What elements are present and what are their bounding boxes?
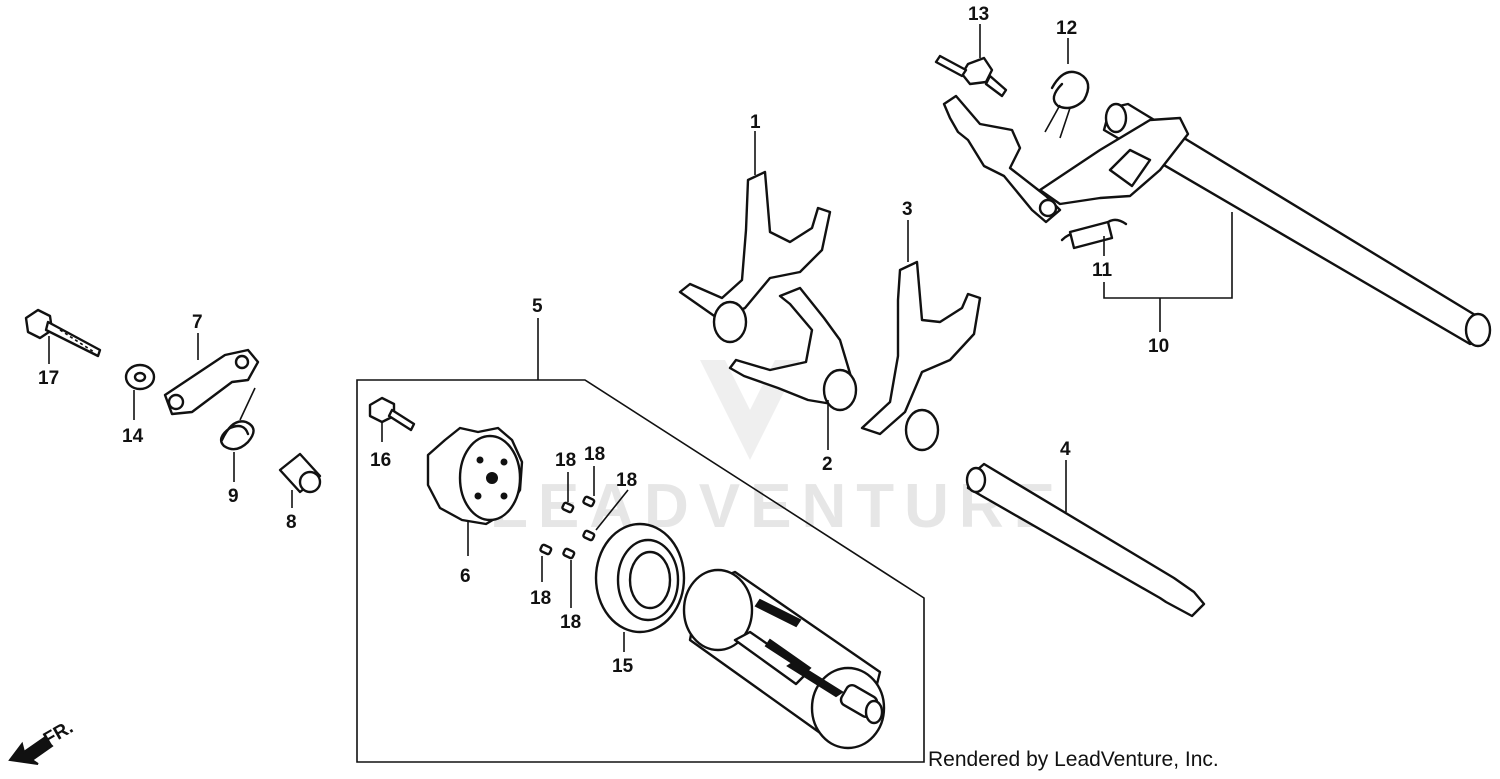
- spring-11[interactable]: [1060, 218, 1128, 256]
- callout-4: 4: [1060, 439, 1071, 460]
- callout-18-d: 18: [530, 588, 551, 609]
- callout-2: 2: [822, 454, 833, 475]
- callout-18-a: 18: [555, 450, 576, 471]
- dowel-pins-18[interactable]: [539, 466, 629, 608]
- callout-10: 10: [1148, 336, 1169, 357]
- callout-11: 11: [1092, 260, 1113, 281]
- bolt-13[interactable]: [934, 24, 1008, 98]
- callout-18-e: 18: [560, 612, 581, 633]
- callout-labels: 1 2 3 4 5 6 7 8 9 10 11 12 13 14 15 16 1…: [38, 4, 1169, 677]
- assembly-outline-5: [356, 379, 925, 763]
- stopper-arm-7[interactable]: [163, 333, 260, 416]
- callout-9: 9: [228, 486, 239, 507]
- callout-6: 6: [460, 566, 471, 587]
- watermark-text: LEADVENTURE: [490, 472, 1065, 541]
- bolt-17[interactable]: [24, 308, 102, 364]
- spring-9[interactable]: [219, 387, 256, 482]
- callout-15: 15: [612, 656, 634, 677]
- callout-18-b: 18: [584, 444, 605, 465]
- shift-fork-1[interactable]: [678, 131, 832, 344]
- callout-16: 16: [370, 450, 391, 471]
- callout-3: 3: [902, 199, 913, 220]
- callout-17: 17: [38, 368, 59, 389]
- callout-13: 13: [968, 4, 989, 25]
- shift-fork-2[interactable]: [728, 286, 858, 450]
- bearing-15[interactable]: [594, 522, 686, 652]
- shift-drum[interactable]: [682, 568, 886, 750]
- callout-5: 5: [532, 296, 543, 317]
- shift-fork-3[interactable]: [860, 220, 982, 452]
- spring-12[interactable]: [1044, 38, 1090, 139]
- front-direction-arrow: FR.: [8, 717, 77, 765]
- callout-18-c: 18: [616, 470, 637, 491]
- fork-shaft-4[interactable]: [965, 460, 1206, 618]
- render-credit: Rendered by LeadVenture, Inc.: [928, 748, 1219, 771]
- washer-14[interactable]: [124, 363, 156, 420]
- shift-arm-plate[interactable]: [942, 94, 1062, 224]
- collar-8[interactable]: [278, 452, 322, 508]
- callout-14: 14: [122, 426, 144, 447]
- drum-center-6[interactable]: [426, 426, 524, 556]
- bolt-16[interactable]: [368, 396, 416, 442]
- callout-8: 8: [286, 512, 297, 533]
- callout-7: 7: [192, 312, 203, 333]
- callout-12: 12: [1056, 18, 1077, 39]
- gearshift-spindle-10[interactable]: [1038, 102, 1492, 348]
- callout-1: 1: [750, 112, 761, 133]
